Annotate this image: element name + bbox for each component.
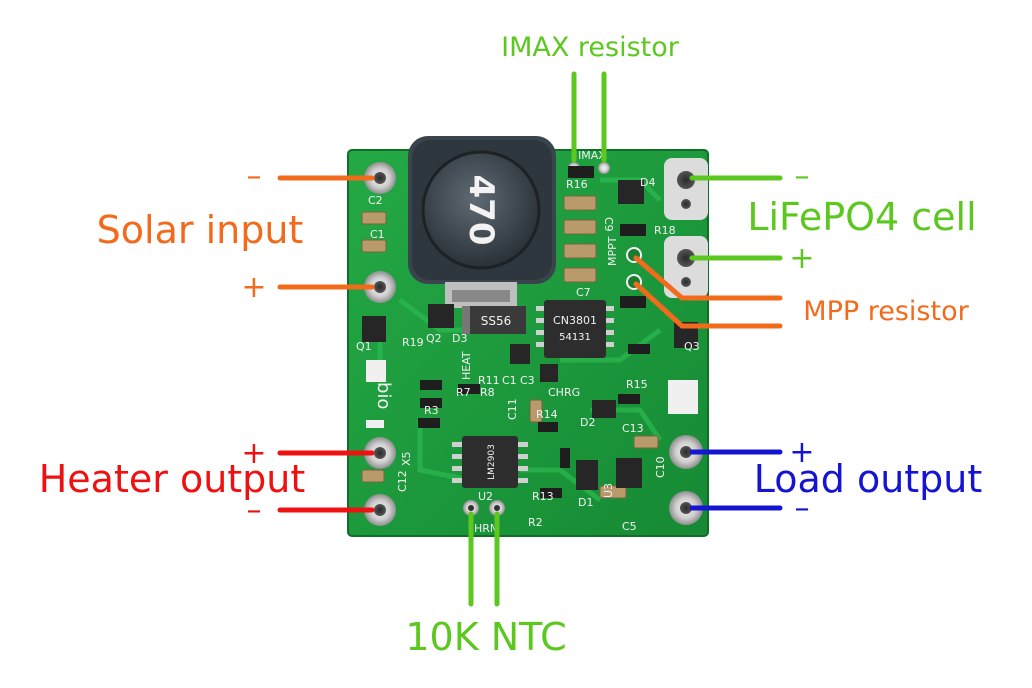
silk-c10: C10 — [654, 456, 667, 478]
pad-solar-minus — [364, 162, 396, 194]
solar-plus-sign: + — [241, 270, 266, 305]
silk-q1: Q1 — [356, 340, 372, 353]
silk-chrg: CHRG — [548, 386, 580, 399]
silk-r19: R19 — [402, 336, 424, 349]
resistor-group — [418, 166, 650, 498]
silk-r16: R16 — [566, 178, 588, 191]
capacitor-group — [361, 195, 659, 499]
pad-heater-minus — [364, 494, 396, 526]
mpp-resistor-label: MPP resistor — [803, 296, 969, 327]
silk-r13: R13 — [532, 490, 554, 503]
chip-main-label: CN3801 — [553, 314, 597, 327]
pad-solar-plus — [364, 271, 396, 303]
ntc-label: 10K NTC — [405, 615, 566, 659]
silk-heat: HEAT — [460, 351, 473, 380]
load-output-label: Load output — [754, 457, 983, 501]
silk-r3: R3 — [424, 404, 439, 417]
pad-battery-plus — [664, 236, 708, 298]
heater-minus-sign: – — [247, 493, 262, 528]
imax-leaders — [571, 71, 607, 163]
chip-main-code: 54131 — [559, 332, 591, 343]
silk-r18: R18 — [654, 224, 676, 237]
inductor-marking: 470 — [461, 175, 501, 246]
silk-r2: R2 — [528, 516, 543, 529]
silk-d2: D2 — [580, 416, 595, 429]
solar-minus-sign: – — [247, 159, 262, 194]
silk-hrm: HRM — [474, 522, 499, 535]
silk-c13: C13 — [622, 422, 644, 435]
silk-c2: C2 — [368, 194, 383, 207]
pad-load-plus — [669, 435, 703, 469]
silk-c9: C9 — [602, 217, 615, 232]
silk-c7: C7 — [576, 286, 591, 299]
silk-c1b: C1 — [502, 374, 517, 387]
heater-output-label: Heater output — [39, 457, 306, 501]
silk-c5: C5 — [622, 520, 637, 533]
pad-load-minus — [669, 491, 703, 525]
load-minus-sign: – — [795, 491, 810, 526]
diode-ss56: SS56 — [462, 306, 526, 334]
silk-q2: Q2 — [426, 332, 442, 345]
pad-mpp — [626, 247, 642, 290]
heater-leaders — [277, 450, 375, 513]
silk-imax: IMAX — [578, 149, 606, 162]
silk-r7: R7 — [456, 386, 471, 399]
silk-u2: U2 — [478, 490, 493, 503]
silk-c11: C11 — [506, 398, 519, 420]
silk-r8: R8 — [480, 386, 495, 399]
silk-q3: Q3 — [684, 340, 700, 353]
transistor-group — [362, 180, 698, 490]
battery-leaders — [689, 175, 783, 261]
battery-minus-sign: – — [795, 159, 810, 194]
chip-u2-label: LM2903 — [487, 444, 497, 480]
load-leaders — [689, 449, 783, 511]
solar-input-label: Solar input — [97, 208, 304, 252]
silk-d1: D1 — [578, 496, 593, 509]
silk-x5: X5 — [400, 451, 413, 466]
silk-r15: R15 — [626, 378, 648, 391]
silk-d3: D3 — [452, 332, 467, 345]
inductor: 470 — [408, 136, 556, 308]
chip-cn3801: CN3801 54131 — [536, 300, 614, 358]
pad-heater-plus — [364, 437, 396, 469]
silk-bio: bio — [373, 382, 394, 409]
ntc-leaders — [468, 511, 500, 607]
silk-mppt: MPPT — [606, 236, 619, 266]
diode-marking: SS56 — [481, 314, 512, 328]
white-component-group — [366, 360, 698, 428]
lifepo4-cell-label: LiFePO4 cell — [747, 195, 976, 239]
silk-d4: D4 — [640, 176, 655, 189]
mpp-leaders — [633, 255, 783, 329]
silkscreen: IMAX R16 R18 C9 MPPT C7 C2 C1 R19 Q2 D3 … — [356, 149, 700, 535]
silk-r14: R14 — [536, 408, 558, 421]
battery-plus-sign: + — [789, 241, 814, 276]
silk-u3: U3 — [602, 483, 615, 498]
chip-u2: LM2903 — [452, 436, 528, 488]
solar-leaders — [277, 175, 375, 290]
silk-c1: C1 — [370, 228, 385, 241]
silk-c12: C12 — [396, 470, 409, 492]
load-plus-sign: + — [789, 435, 814, 470]
heater-plus-sign: + — [241, 436, 266, 471]
imax-resistor-label: IMAX resistor — [501, 32, 680, 63]
silk-r11: R11 — [478, 374, 500, 387]
pad-ntc — [463, 500, 505, 516]
silk-c3: C3 — [520, 374, 535, 387]
pad-battery-minus — [664, 158, 708, 220]
